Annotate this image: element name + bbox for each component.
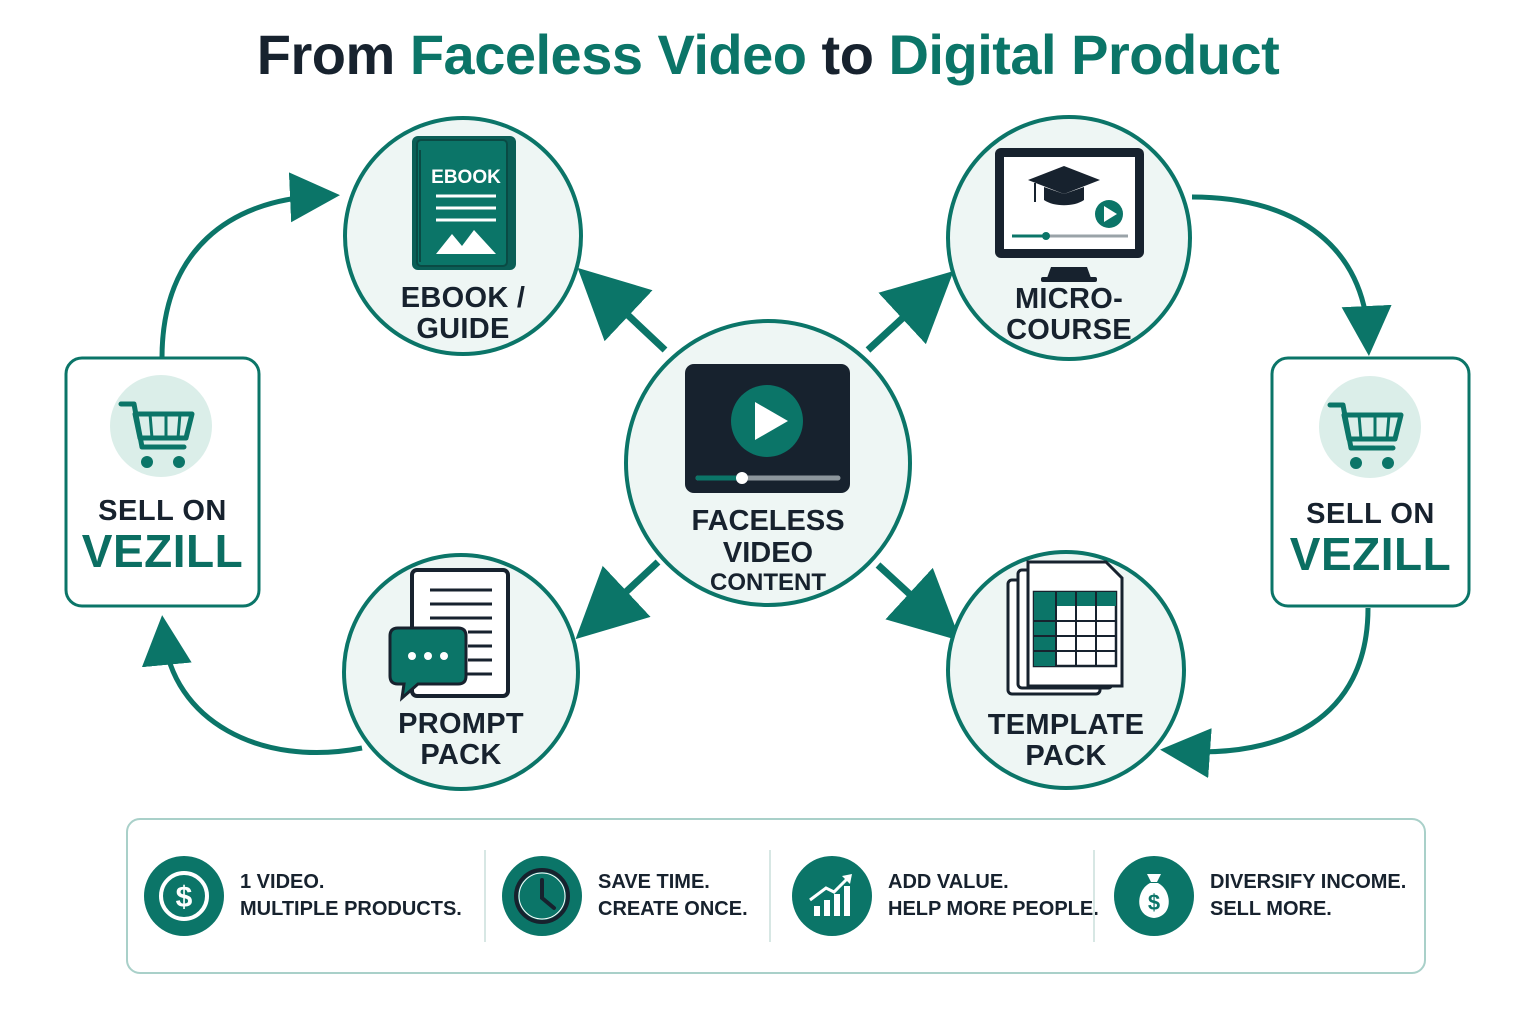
benefit-4-line1: Diversify Income. [1210,871,1407,893]
shopping-cart-icon [110,375,212,477]
template-label: Template Pack [956,709,1176,773]
benefit-1-line2: Multiple Products. [240,898,462,920]
svg-text:$: $ [1148,890,1160,915]
loop-arrow-left-bottom [141,615,363,755]
benefit-4-line2: Sell More. [1210,898,1332,920]
money-bag-icon: $ [1114,856,1194,936]
benefit-item: $ Diversify Income. Sell More. [1114,820,1406,972]
template-label-line1: Template [987,709,1145,741]
benefit-2-line2: Create Once. [598,898,748,920]
growth-chart-icon [792,856,872,936]
title-part-3: to [806,23,889,86]
arrow-to-ebook [577,267,668,353]
title-part-2: Faceless Video [409,23,807,86]
benefit-item: Add Value. Help More People. [792,820,1099,972]
center-label-line3: Content [710,568,826,596]
title-part-1: From [256,23,410,86]
center-label: Faceless Video Content [668,505,868,596]
dollar-icon: $ [144,856,224,936]
benefit-item: $ 1 Video. Multiple Products. [144,820,462,972]
video-player-icon [685,364,850,493]
benefit-item: Save Time. Create Once. [502,820,748,972]
loop-arrow-right-top [1191,194,1392,356]
arrow-to-template [875,562,961,641]
benefit-3-line1: Add Value. [888,871,1009,893]
divider [1093,850,1095,942]
ebook-label-line1: Ebook / [400,282,526,314]
benefit-1-line1: 1 Video. [240,871,325,893]
divider [484,850,486,942]
clock-icon [502,856,582,936]
divider [769,850,771,942]
arrow-to-prompt [575,559,661,640]
center-label-line2: Video [722,536,814,569]
sell-right-line1: Sell on [1306,498,1435,530]
loop-arrow-left-top [159,172,340,359]
title-part-4: Digital Product [888,23,1280,86]
shopping-cart-icon [1319,376,1421,478]
prompt-label-line2: Pack [420,739,502,772]
course-label-line1: Micro- [1014,283,1124,315]
spreadsheet-icon [1006,560,1124,696]
benefit-2-line1: Save Time. [598,871,710,893]
ebook-label: Ebook / Guide [363,282,563,346]
prompt-label-line1: Prompt [398,708,524,740]
ebook-badge: EBOOK [431,167,501,188]
monitor-graduation-cap-icon [995,148,1144,282]
loop-arrow-right-bottom [1160,607,1371,779]
prompt-label: Prompt Pack [361,708,561,772]
sell-right-brand: VEZILL [1289,528,1452,581]
benefit-3-line2: Help More People. [888,898,1099,920]
document-chat-icon [388,568,510,702]
svg-text:$: $ [176,881,193,914]
ebook-icon: EBOOK [412,136,516,270]
ebook-label-line2: Guide [416,313,510,346]
arrow-to-course [865,271,954,353]
course-label-line2: Course [1006,314,1132,347]
sell-left-line1: Sell on [98,495,227,527]
benefits-bar: $ 1 Video. Multiple Products. Save Time.… [126,818,1426,974]
sell-right-label: Sell on VEZILL [1272,498,1469,581]
sell-left-brand: VEZILL [81,525,244,578]
course-label: Micro- Course [969,283,1169,347]
sell-left-label: Sell on VEZILL [66,495,259,578]
template-label-line2: Pack [1025,740,1107,773]
page-title: From Faceless Video to Digital Product [0,22,1536,87]
center-label-line1: Faceless [691,505,845,537]
